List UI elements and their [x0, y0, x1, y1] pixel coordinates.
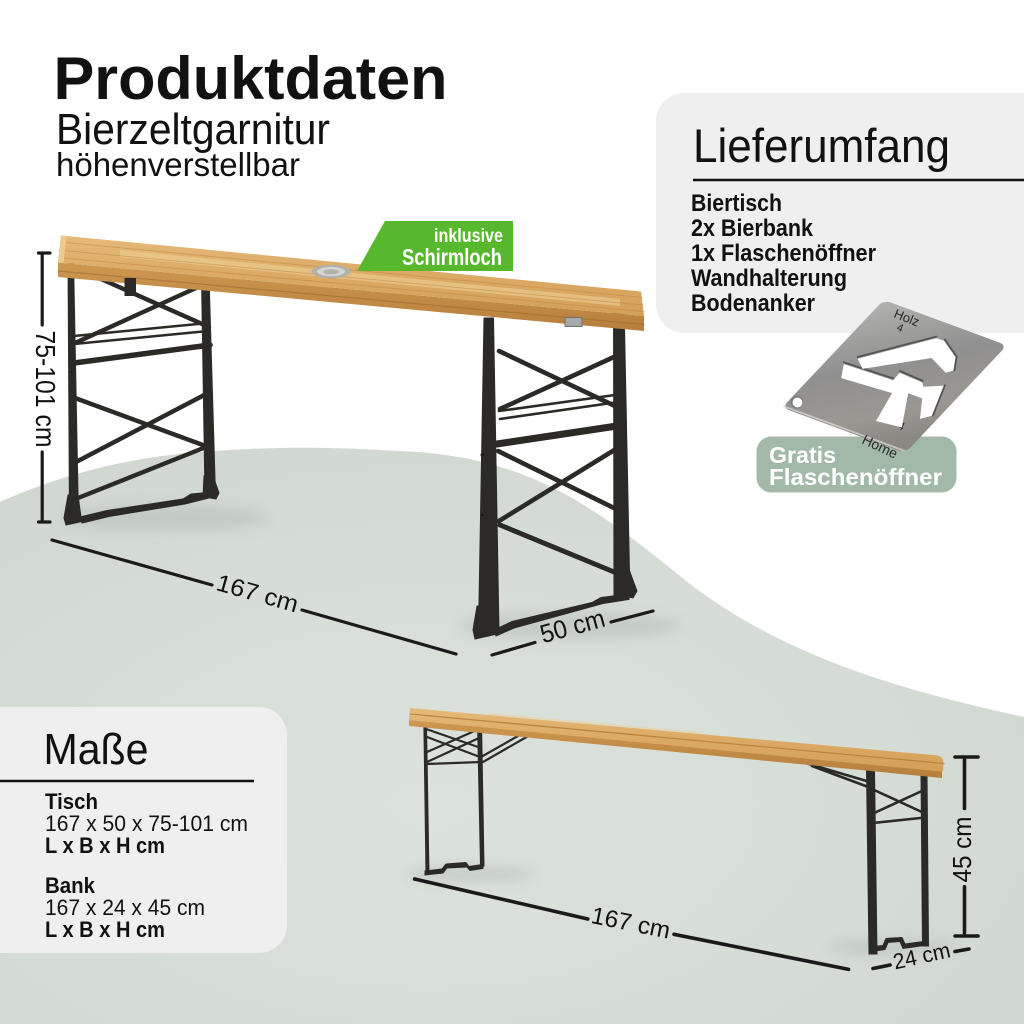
svg-text:Bank: Bank	[45, 873, 96, 898]
svg-text:1x Flaschenöffner: 1x Flaschenöffner	[691, 240, 876, 267]
svg-text:L x B x H cm: L x B x H cm	[45, 833, 165, 858]
svg-text:45 cm: 45 cm	[947, 817, 977, 883]
svg-text:Bierzeltgarnitur: Bierzeltgarnitur	[56, 105, 330, 154]
svg-text:Bodenanker: Bodenanker	[691, 290, 815, 317]
svg-text:Maße: Maße	[44, 725, 149, 774]
svg-text:Tisch: Tisch	[45, 789, 98, 814]
svg-text:167 x 50 x 75-101 cm: 167 x 50 x 75-101 cm	[45, 811, 248, 836]
svg-text:2x Bierbank: 2x Bierbank	[691, 215, 814, 242]
svg-text:4: 4	[895, 322, 905, 335]
svg-text:Produktdaten: Produktdaten	[54, 45, 448, 112]
svg-text:75-101 cm: 75-101 cm	[30, 331, 61, 448]
svg-text:Gratis: Gratis	[769, 442, 836, 468]
svg-text:Schirmloch: Schirmloch	[402, 244, 502, 270]
svg-text:inklusive: inklusive	[434, 226, 503, 247]
svg-text:höhenverstellbar: höhenverstellbar	[56, 146, 300, 183]
svg-text:Lieferumfang: Lieferumfang	[693, 119, 950, 172]
svg-text:167 x 24 x 45 cm: 167 x 24 x 45 cm	[45, 895, 205, 920]
svg-text:Wandhalterung: Wandhalterung	[691, 265, 847, 292]
svg-text:Biertisch: Biertisch	[691, 190, 782, 217]
svg-text:L x B x H cm: L x B x H cm	[45, 917, 165, 942]
svg-text:Flaschenöffner: Flaschenöffner	[769, 464, 942, 490]
